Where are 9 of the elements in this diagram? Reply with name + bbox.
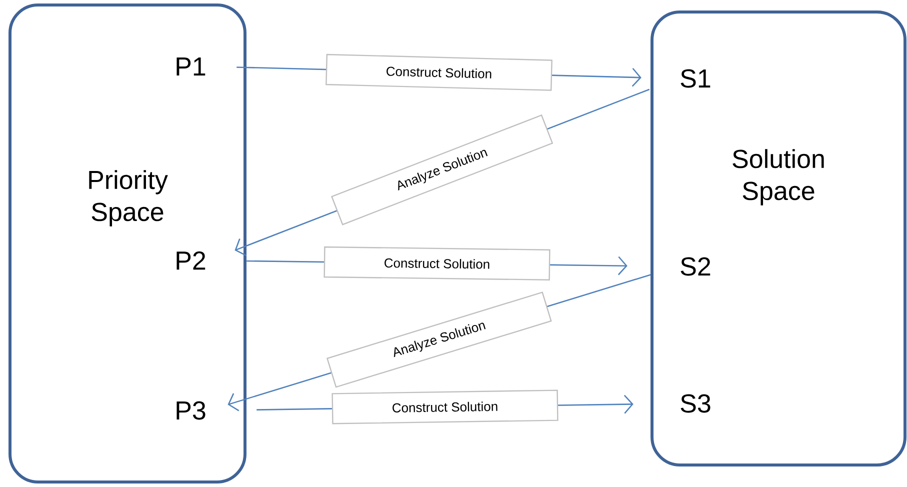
point-label: P3 [176, 401, 206, 420]
point-label: P1 [176, 58, 206, 76]
edge-label: Construct Solution [326, 54, 552, 91]
point-label: S1 [680, 69, 710, 88]
edge-label: Construct Solution [324, 246, 550, 280]
point-label: S3 [680, 394, 710, 413]
point-label: S2 [680, 257, 710, 276]
edge-label: Construct Solution [332, 390, 558, 424]
point-label: P2 [176, 251, 206, 270]
